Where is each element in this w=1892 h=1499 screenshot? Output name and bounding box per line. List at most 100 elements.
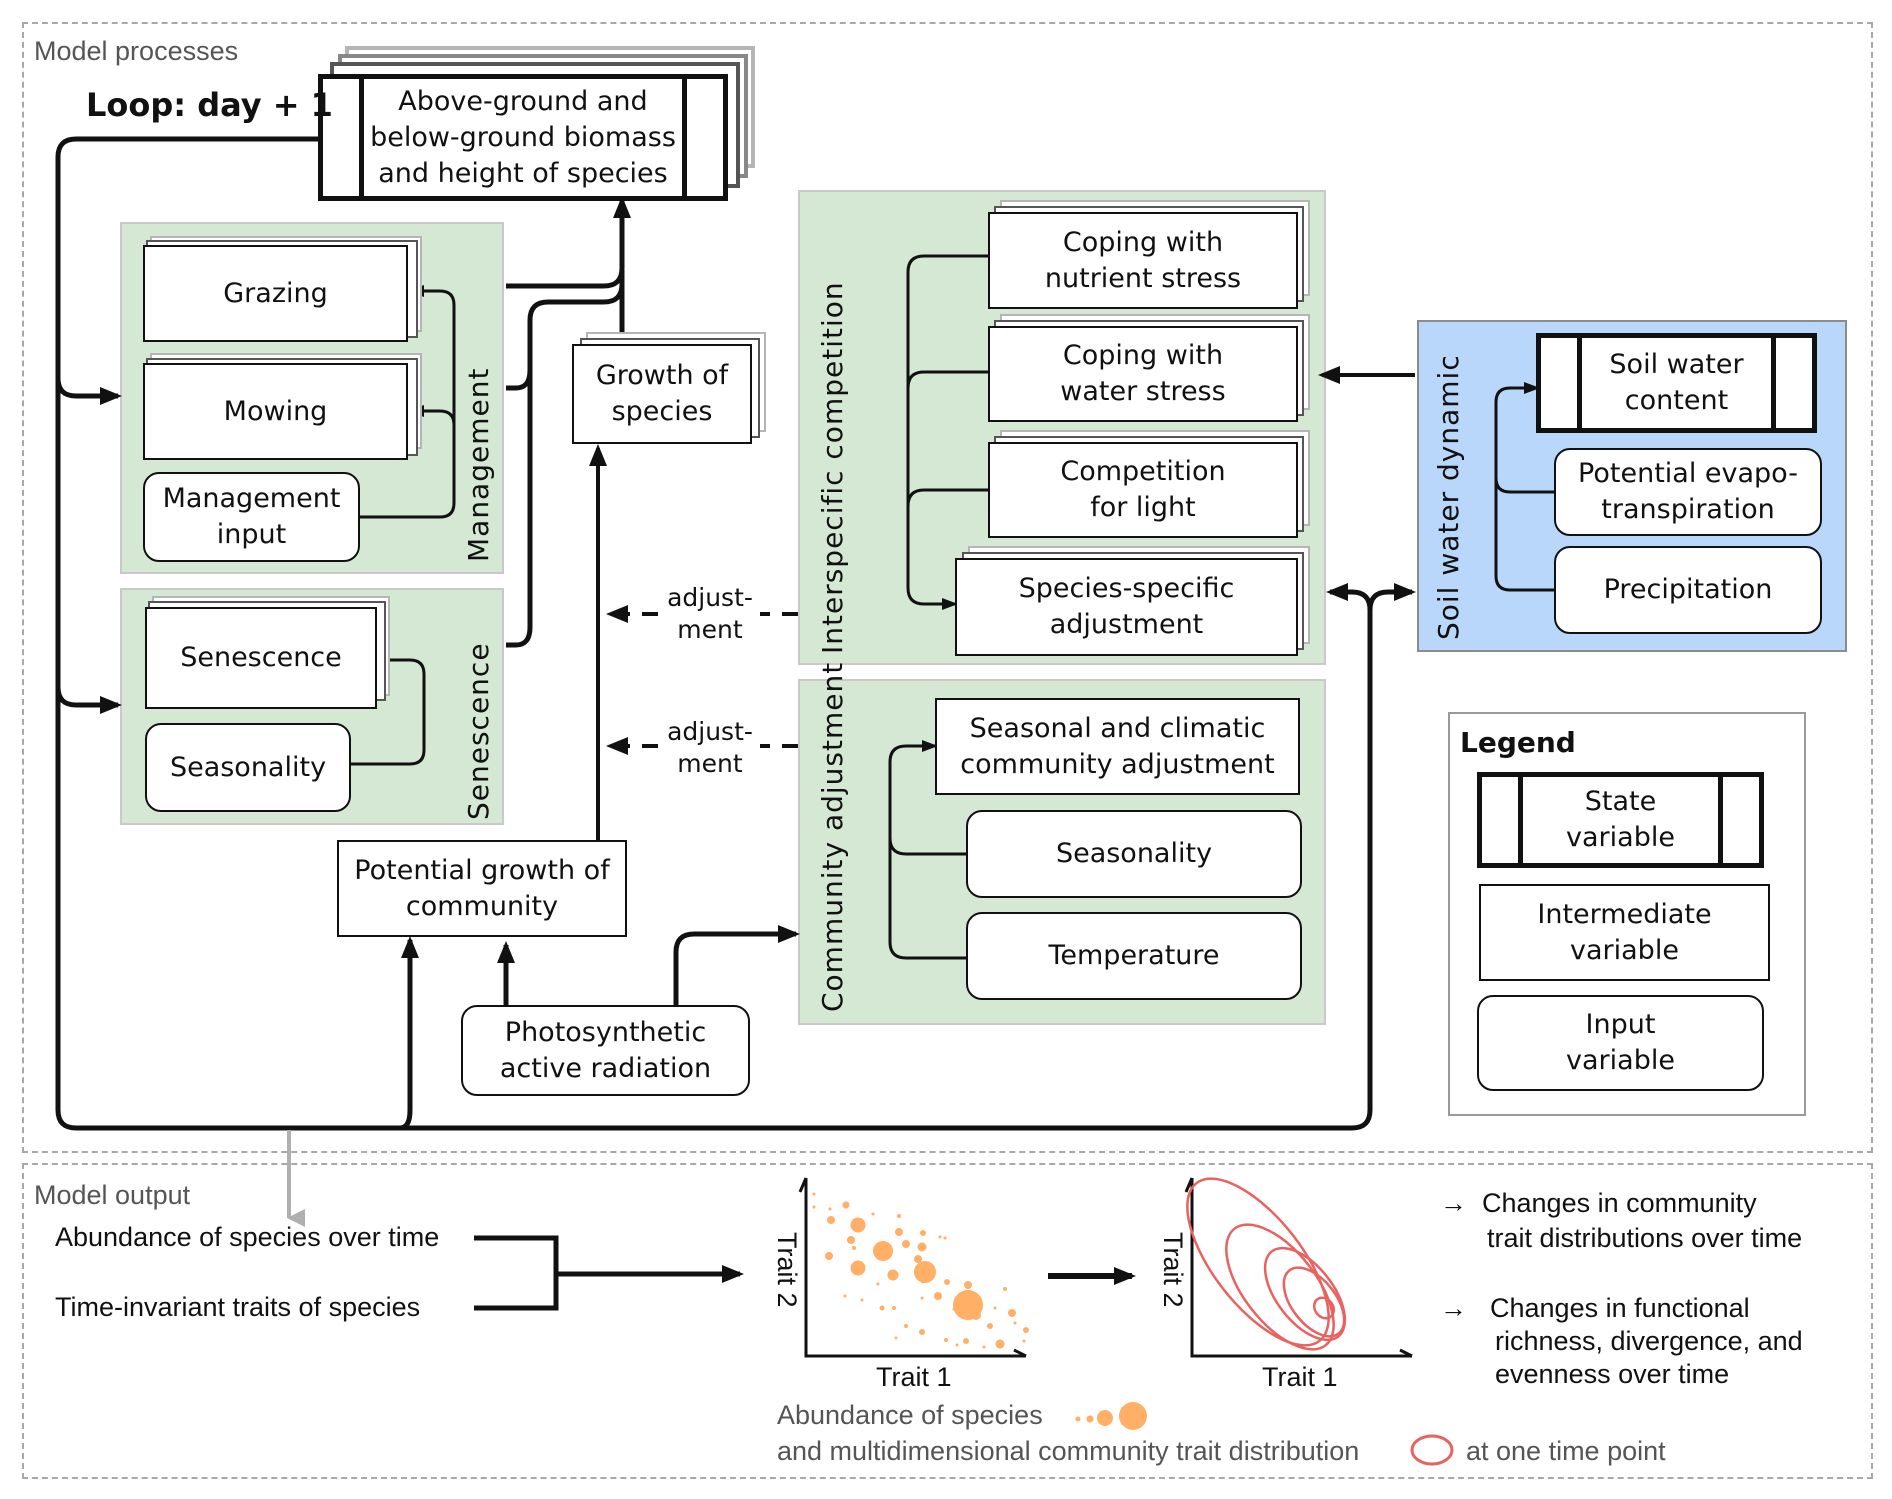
scatter-point xyxy=(871,1212,875,1216)
scatter-xlabel: Trait 1 xyxy=(876,1362,952,1392)
scatter-point xyxy=(1013,1321,1017,1325)
competition-light-box[interactable]: Competition for light xyxy=(988,442,1298,538)
loop-label: Loop: day + 1 xyxy=(86,86,333,124)
legend-state-label: State variable xyxy=(1566,786,1675,853)
grazing-label: Grazing xyxy=(223,277,328,309)
legend-state-box: State variable xyxy=(1477,772,1764,868)
loop-to-management xyxy=(55,377,122,405)
output-abundance: Abundance of species over time xyxy=(55,1222,440,1252)
seasonality-senescence-box[interactable]: Seasonality xyxy=(145,723,351,812)
loop-connector xyxy=(55,136,1416,1131)
scatter-point xyxy=(847,1236,855,1244)
par-label: Photosynthetic active radiation xyxy=(499,1016,712,1084)
distribution-contour xyxy=(1312,1296,1336,1320)
pet-box[interactable]: Potential evapo- transpiration xyxy=(1554,448,1822,536)
contour-axes xyxy=(1184,1177,1413,1358)
interspecific-bracket xyxy=(906,254,988,610)
scatter-ylabel: Trait 2 xyxy=(772,1232,802,1308)
model-output-title: Model output xyxy=(34,1180,191,1210)
distribution-legend-ellipse xyxy=(1410,1434,1454,1466)
mowing-box[interactable]: Mowing xyxy=(143,363,408,460)
grazing-box[interactable]: Grazing xyxy=(143,245,408,342)
scatter-point xyxy=(873,1241,893,1261)
scatter-point xyxy=(944,1279,950,1285)
distribution-contour xyxy=(1263,1246,1347,1342)
management-to-biomass-2 xyxy=(506,283,625,391)
potential-growth-label: Potential growth of community xyxy=(354,854,610,922)
result2-line3: evenness over time xyxy=(1495,1359,1730,1389)
biomass-state-box[interactable]: Above-ground and below-ground biomass an… xyxy=(318,74,728,201)
distribution-contour xyxy=(1282,1266,1346,1338)
scatter-point xyxy=(828,1207,832,1211)
growth-of-species-box[interactable]: Growth of species xyxy=(572,344,752,444)
precipitation-box[interactable]: Precipitation xyxy=(1554,546,1822,634)
scatter-point xyxy=(921,1280,925,1284)
water-branch xyxy=(906,370,988,389)
result2-line2: richness, divergence, and xyxy=(1495,1326,1803,1356)
scatter-point xyxy=(982,1345,986,1349)
soil-bracket xyxy=(1494,382,1555,494)
temperature-box[interactable]: Temperature xyxy=(966,912,1302,1000)
scatter-point xyxy=(850,1217,866,1233)
scatter-point xyxy=(852,1246,856,1250)
management-input-box[interactable]: Management input xyxy=(143,472,360,562)
scatter-point xyxy=(1022,1339,1026,1343)
seasonality-community-box[interactable]: Seasonality xyxy=(966,810,1302,898)
result1-arrow: → xyxy=(1440,1188,1467,1218)
senescence-box-label: Senescence xyxy=(180,642,342,673)
senescence-to-biomass xyxy=(506,320,533,648)
scatter-point xyxy=(944,1338,948,1342)
legend-input-box: Input variable xyxy=(1477,995,1764,1091)
scatter-point xyxy=(904,1324,908,1328)
soil-water-content-box[interactable]: Soil water content xyxy=(1536,333,1817,433)
scatter-point xyxy=(919,1329,925,1335)
temperature-label: Temperature xyxy=(1048,940,1220,971)
scatter-point xyxy=(850,1260,866,1276)
legend-input-label: Input variable xyxy=(1566,1009,1675,1076)
seasonal-climatic-box[interactable]: Seasonal and climatic community adjustme… xyxy=(935,698,1300,795)
pet-label: Potential evapo- transpiration xyxy=(1578,458,1798,525)
senescence-box[interactable]: Senescence xyxy=(145,607,377,709)
output-traits: Time-invariant traits of species xyxy=(55,1292,421,1322)
scatter-point xyxy=(1003,1287,1007,1291)
abundance-dot-large xyxy=(1119,1402,1147,1430)
scatter-point xyxy=(938,1235,942,1239)
model-processes-frame xyxy=(22,22,1873,1153)
scatter-point xyxy=(902,1240,910,1248)
par-box[interactable]: Photosynthetic active radiation xyxy=(461,1005,750,1096)
seasonality-senescence-label: Seasonality xyxy=(169,751,327,783)
scatter-point xyxy=(914,1261,936,1283)
scatter-point xyxy=(825,1252,833,1260)
loop-to-potential-growth xyxy=(399,936,419,1131)
loop-to-senescence xyxy=(55,686,122,714)
community-bracket xyxy=(888,740,966,856)
scatter-point xyxy=(1008,1309,1016,1317)
input-to-mowing xyxy=(408,405,456,426)
scatter-point xyxy=(827,1216,835,1224)
scatter-point xyxy=(952,1307,956,1311)
scatter-point xyxy=(879,1305,885,1311)
scatter-point xyxy=(876,1282,880,1286)
nutrient-stress-label: Coping with nutrient stress xyxy=(1044,226,1242,294)
loop-to-species-specific xyxy=(1326,583,1373,611)
scatter-point xyxy=(964,1281,972,1289)
species-specific-adjustment-box[interactable]: Species-specific adjustment xyxy=(955,558,1298,656)
community-adjustment-label-text: adjust- ment xyxy=(660,716,760,780)
potential-growth-box[interactable]: Potential growth of community xyxy=(337,840,627,937)
scatter-point xyxy=(843,1294,847,1298)
water-stress-box[interactable]: Coping with water stress xyxy=(988,326,1298,422)
scatter-point xyxy=(995,1339,1005,1349)
scatter-plot xyxy=(798,1177,1029,1358)
legend-intermediate-box: Intermediate variable xyxy=(1479,884,1770,981)
result1-line1: Changes in community xyxy=(1482,1188,1757,1218)
scatter-point xyxy=(894,1336,898,1340)
nutrient-stress-box[interactable]: Coping with nutrient stress xyxy=(988,212,1298,309)
species-specific-adjustment-label: Species-specific adjustment xyxy=(1018,573,1235,640)
scatter-point xyxy=(860,1298,864,1302)
contour-xlabel: Trait 1 xyxy=(1262,1362,1338,1392)
scatter-point xyxy=(887,1269,899,1281)
management-to-biomass xyxy=(506,196,631,289)
par-to-community xyxy=(673,925,800,1005)
seasonal-climatic-label: Seasonal and climatic community adjustme… xyxy=(960,712,1275,780)
scatter-point xyxy=(917,1242,927,1252)
